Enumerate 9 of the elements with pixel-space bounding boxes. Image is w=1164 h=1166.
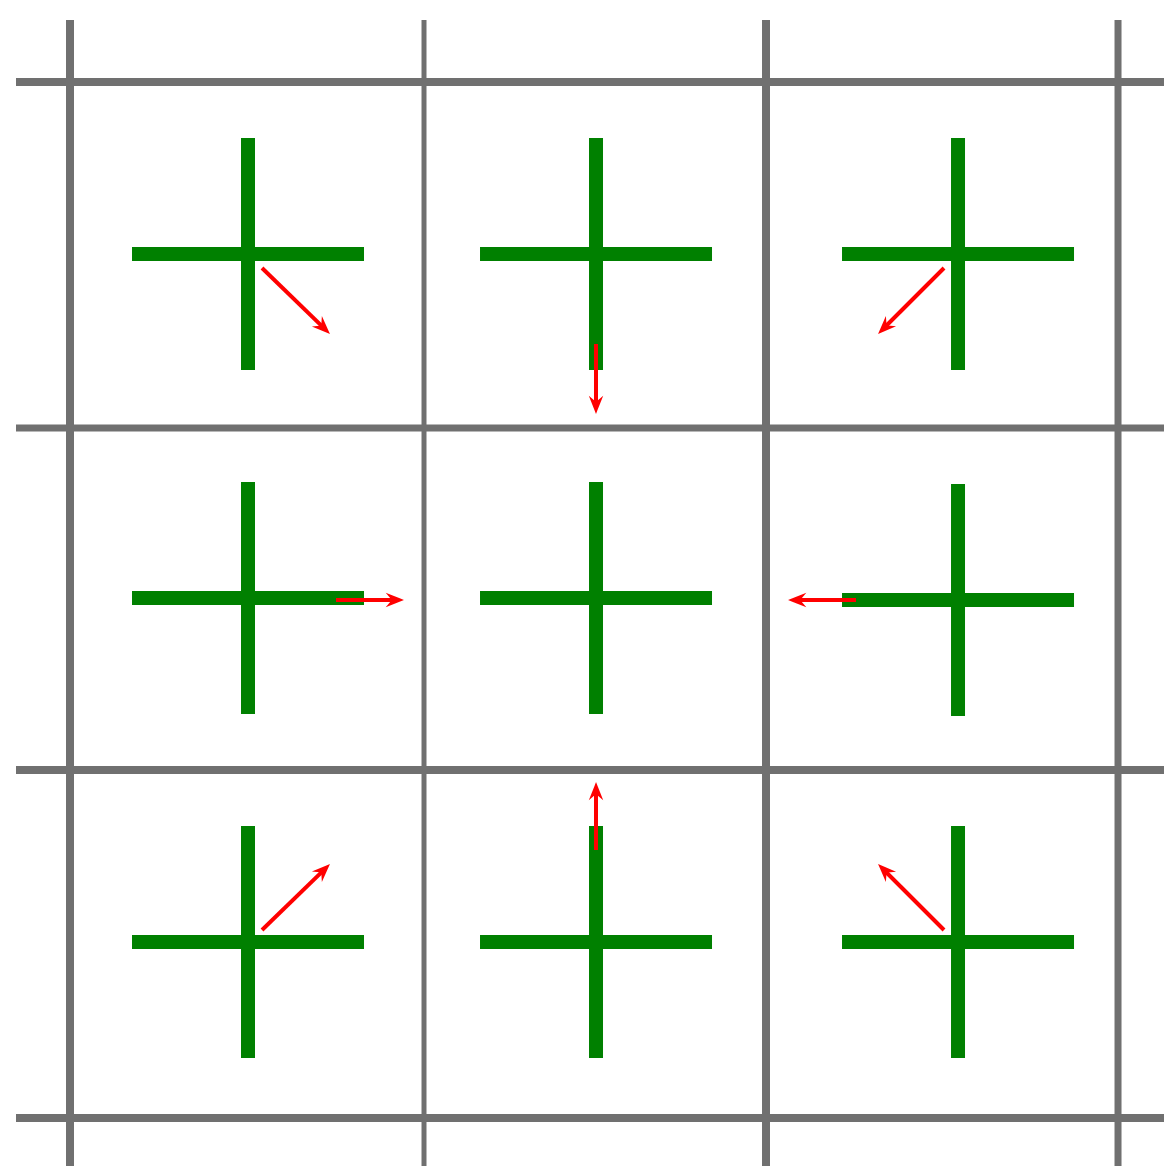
cross-shape (480, 482, 712, 714)
cross-shape (480, 138, 712, 370)
cross-shape (132, 138, 364, 370)
cross-shape (842, 138, 1074, 370)
cross-shape (480, 826, 712, 1058)
cross-shape (842, 826, 1074, 1058)
cross-shape (132, 482, 364, 714)
cross-shape (132, 826, 364, 1058)
cross-shape (842, 484, 1074, 716)
